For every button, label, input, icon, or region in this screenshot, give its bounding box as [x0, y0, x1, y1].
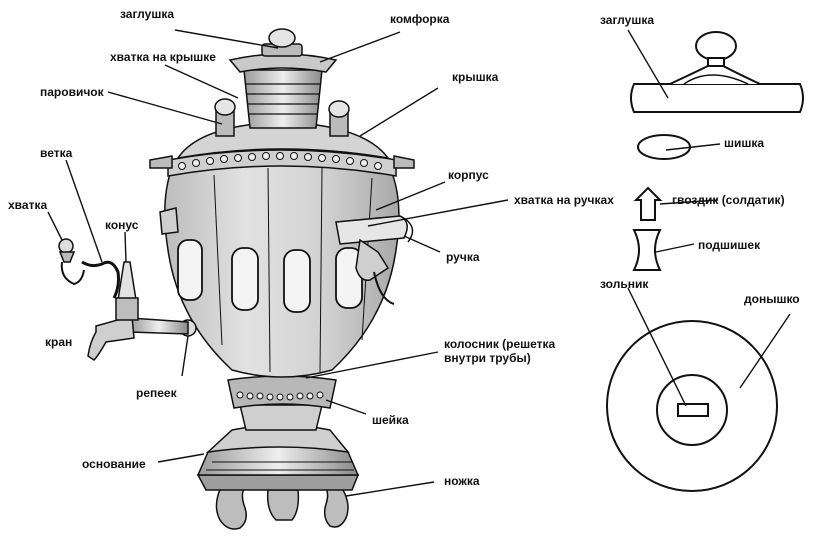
- parts-detail: [606, 31, 804, 492]
- label-gvozdik: гвоздик (солдатик): [672, 193, 785, 207]
- shishka-shape: [637, 134, 691, 160]
- label-sheyka: шейка: [372, 413, 409, 427]
- steam-vent-right: [328, 100, 350, 137]
- label-vetka: ветка: [40, 146, 73, 160]
- lid-rim: [167, 149, 397, 177]
- legs: [215, 484, 349, 530]
- label-khvatka-na-ruchkakh: хватка на ручках: [514, 193, 614, 207]
- label-repeek: репеек: [136, 386, 177, 400]
- label-korpus: корпус: [448, 168, 489, 182]
- gvozdik-shape: [633, 186, 663, 221]
- label-podshishek: подшишек: [698, 238, 761, 252]
- cap-knob: [695, 31, 737, 61]
- base: [196, 424, 360, 491]
- label-donyshko: донышко: [744, 292, 800, 306]
- podshishek-shape: [632, 229, 662, 271]
- rim-ear-left: [149, 155, 173, 169]
- side-handle-right: [335, 215, 414, 305]
- label-ruchka: ручка: [446, 250, 480, 264]
- label-konus: конус: [105, 218, 139, 232]
- label-shishka: шишка: [724, 136, 765, 150]
- rim-ear-right: [393, 155, 415, 169]
- zolnik-slot: [677, 403, 709, 417]
- samovar: [58, 28, 415, 530]
- side-handle-left: [159, 207, 179, 235]
- label-zolnik: зольник: [600, 277, 649, 291]
- label-zaglushka: заглушка: [120, 7, 174, 21]
- label-khvatka-na-kryshke: хватка на крышке: [110, 50, 216, 64]
- label-kolosnik: колосник (решетка внутри трубы): [444, 337, 556, 365]
- label-komforka: комфорка: [390, 12, 450, 26]
- top-cap: [261, 28, 303, 57]
- label-osnovanie: основание: [82, 457, 146, 471]
- label-parovichok: паровичок: [40, 85, 104, 99]
- label-kran: кран: [45, 335, 73, 349]
- label-zaglushka-detail: заглушка: [600, 13, 654, 27]
- label-khvatka: хватка: [8, 198, 48, 212]
- cap-body: [630, 83, 804, 113]
- neck: [227, 375, 337, 431]
- chimney: [228, 53, 338, 129]
- label-nozhka: ножка: [444, 474, 480, 488]
- label-kryshka: крышка: [452, 70, 499, 84]
- body-windows: [177, 239, 363, 313]
- leader-lines: [47, 29, 791, 497]
- steam-vent-left: [214, 98, 236, 137]
- tap: [58, 238, 197, 361]
